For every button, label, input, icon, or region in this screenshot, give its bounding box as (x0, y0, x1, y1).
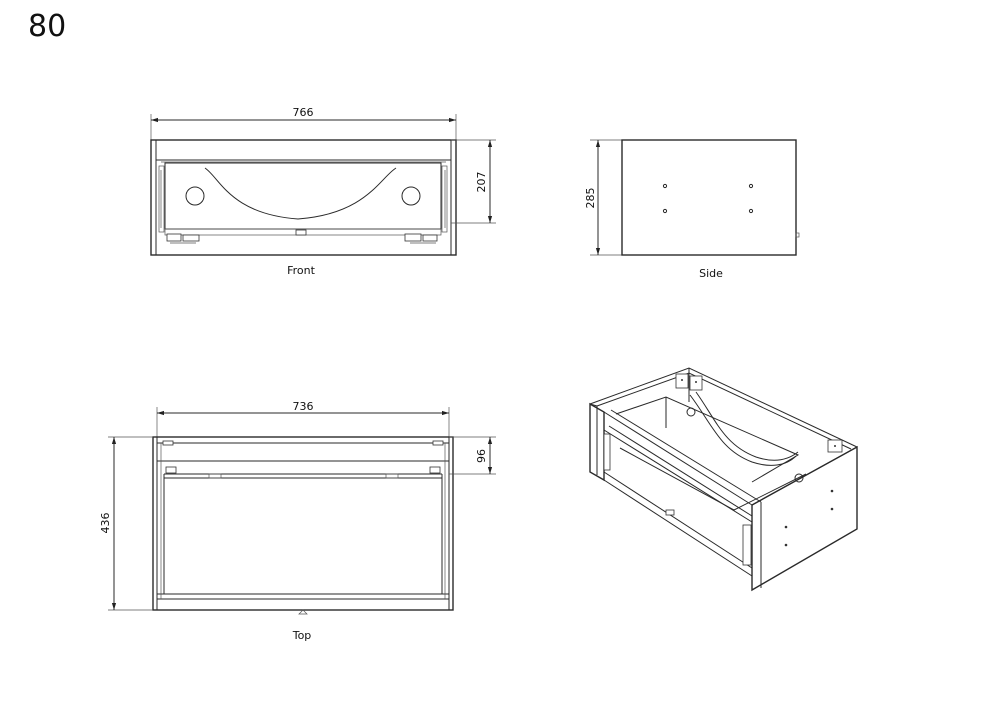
top-depth-dim: 436 (99, 513, 112, 534)
front-view: 766 207 Front (150, 106, 496, 277)
front-caption: Front (287, 264, 316, 277)
isometric-view (589, 367, 858, 592)
page-number: 80 (28, 9, 67, 44)
top-view: 736 96 436 Top (99, 400, 496, 642)
drain-hole-right (401, 186, 421, 206)
top-caption: Top (292, 629, 312, 642)
top-offset-dim: 96 (475, 449, 488, 463)
front-height-dim: 207 (475, 172, 488, 193)
side-height-dim: 285 (584, 188, 597, 209)
side-view: 285 Side (584, 139, 800, 280)
front-outline (150, 139, 457, 256)
side-caption: Side (699, 267, 723, 280)
basin-cutout (204, 167, 397, 220)
front-width-dim: 766 (293, 106, 314, 119)
top-width-dim: 736 (293, 400, 314, 413)
top-outline (152, 436, 454, 611)
side-outline (621, 139, 797, 256)
drain-hole-left (185, 186, 205, 206)
iso-side-panel (751, 445, 858, 592)
